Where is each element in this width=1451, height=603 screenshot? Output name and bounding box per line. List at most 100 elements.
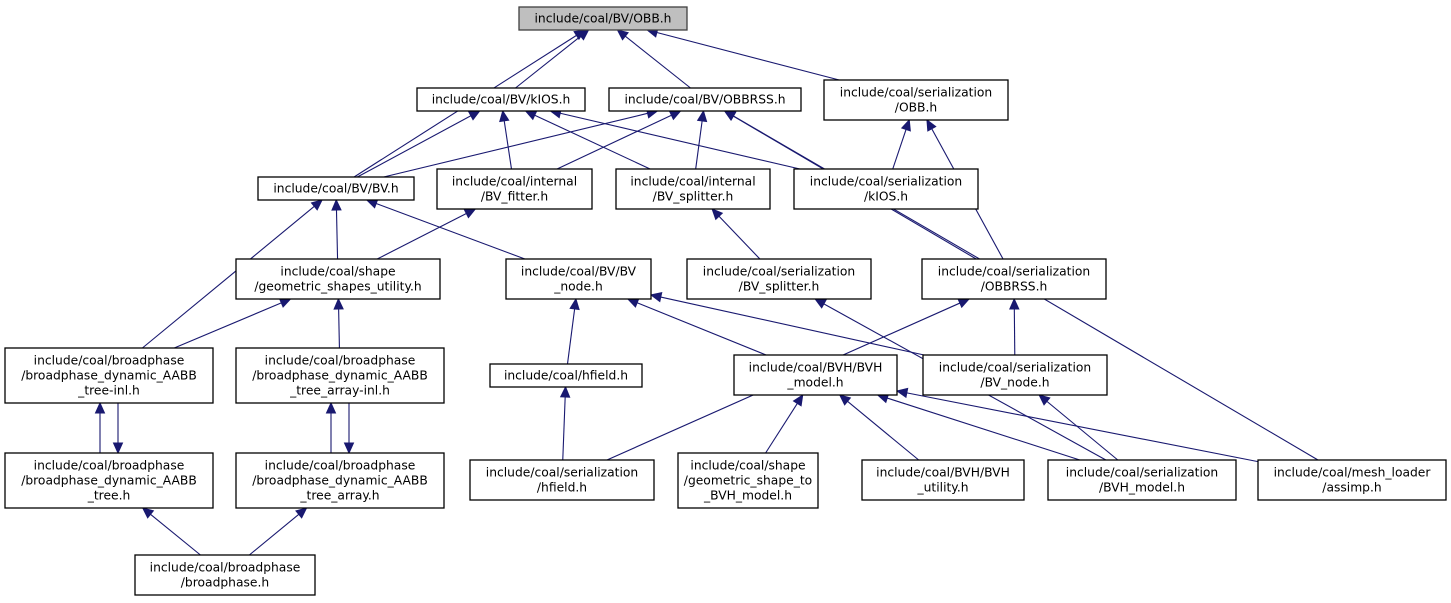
node-hfield[interactable]: include/coal/hfield.h: [489, 363, 643, 388]
node-label: _BVH_model.h: [703, 489, 792, 503]
arrowhead-icon: [463, 208, 477, 219]
node-tree_array[interactable]: include/coal/broadphase/broadphase_dynam…: [235, 452, 445, 509]
node-label: _tree_array-inl.h: [289, 384, 390, 398]
node-label: include/coal/BVH/BVH: [749, 361, 883, 375]
node-box: [518, 6, 688, 31]
edge-line: [376, 213, 467, 260]
node-ser_bv_splitter[interactable]: include/coal/serialization/BV_splitter.h: [686, 258, 872, 300]
edge-line: [695, 120, 703, 170]
node-box: [823, 79, 1009, 121]
edge-bvh_model-to-bv_node: [626, 298, 767, 356]
edge-broadphase-to-tree_array: [248, 507, 308, 556]
edge-hfield-to-bv_node: [566, 297, 580, 365]
arrowhead-icon: [957, 298, 971, 309]
edge-bv_fitter-to-kios: [499, 109, 513, 170]
edge-ser_bv_splitter-to-bv_splitter: [711, 208, 761, 260]
node-label: /OBB.h: [895, 101, 937, 115]
edge-line: [624, 35, 691, 89]
edge-line: [375, 202, 526, 260]
node-ser_kios[interactable]: include/coal/serialization/kIOS.h: [793, 168, 979, 210]
arrowhead-icon: [325, 401, 337, 414]
edge-tree_array_inl-to-tree_array: [343, 403, 355, 455]
node-ser_bv_node[interactable]: include/coal/serialization/BV_node.h: [922, 354, 1108, 396]
arrowhead-icon: [559, 385, 571, 398]
node-geom_to_bvh[interactable]: include/coal/shape/geometric_shape_to_BV…: [677, 452, 819, 509]
node-label: include/coal/shape: [280, 265, 395, 279]
node-label: include/coal/hfield.h: [504, 369, 628, 383]
edge-bv_splitter-to-obbrss: [695, 109, 708, 170]
node-tree[interactable]: include/coal/broadphase/broadphase_dynam…: [4, 452, 214, 509]
node-label: /broadphase.h: [181, 576, 269, 590]
edge-tree_inl-to-geom_util: [174, 298, 292, 349]
arrowhead-icon: [649, 292, 663, 303]
arrowhead-icon: [1009, 297, 1020, 310]
node-label: /geometric_shapes_utility.h: [254, 280, 421, 294]
node-geom_util[interactable]: include/coal/shape/geometric_shapes_util…: [235, 258, 441, 300]
node-label: include/coal/broadphase: [265, 459, 416, 473]
node-label: include/coal/BV/BV: [521, 265, 637, 279]
node-tree_array_inl[interactable]: include/coal/broadphase/broadphase_dynam…: [235, 347, 445, 404]
node-box: [257, 176, 415, 201]
node-ser_bvh_model[interactable]: include/coal/serialization/BVH_model.h: [1047, 459, 1237, 501]
node-bv[interactable]: include/coal/BV/BV.h: [257, 176, 415, 201]
node-label: include/coal/internal: [452, 175, 577, 189]
edge-ser_bvh_model-to-ser_bv_node: [1038, 394, 1119, 461]
node-assimp[interactable]: include/coal/mesh_loader/assimp.h: [1257, 459, 1447, 501]
node-box: [922, 354, 1108, 396]
arrowhead-icon: [723, 110, 737, 121]
edge-line: [562, 396, 566, 461]
node-label: /broadphase_dynamic_AABB: [252, 369, 428, 383]
node-bvh_model[interactable]: include/coal/BVH/BVH_model.h: [733, 354, 898, 396]
edge-line: [248, 513, 300, 556]
arrowhead-icon: [569, 297, 580, 311]
node-ser_obbrss[interactable]: include/coal/serialization/OBBRSS.h: [921, 258, 1107, 300]
edge-ser_hfield-to-hfield: [559, 385, 571, 461]
node-label: _model.h: [786, 376, 843, 390]
edge-ser_bv_node-to-bv_node: [649, 292, 925, 356]
node-bvh_utility[interactable]: include/coal/BVH/BVH_utility.h: [861, 459, 1025, 501]
node-label: /BV_splitter.h: [739, 280, 820, 294]
node-bv_splitter[interactable]: include/coal/internal/BV_splitter.h: [615, 168, 771, 210]
arrowhead-icon: [895, 387, 909, 399]
edge-line: [335, 209, 339, 260]
edge-line: [718, 215, 761, 260]
arrowhead-icon: [278, 298, 292, 308]
node-tree_inl[interactable]: include/coal/broadphase/broadphase_dynam…: [4, 347, 214, 404]
arrowhead-icon: [467, 110, 481, 121]
edge-line: [383, 112, 648, 178]
node-label: include/coal/internal: [630, 175, 755, 189]
node-label: include/coal/broadphase: [265, 354, 416, 368]
node-kios[interactable]: include/coal/BV/kIOS.h: [416, 87, 586, 112]
node-label: include/coal/serialization: [1066, 466, 1218, 480]
edge-line: [892, 129, 907, 170]
edge-assimp-to-bvh_model: [895, 387, 1259, 463]
node-label: /assimp.h: [1322, 481, 1381, 495]
node-label: /BV_node.h: [980, 376, 1049, 390]
edge-line: [174, 302, 282, 349]
node-obbrss[interactable]: include/coal/BV/OBBRSS.h: [608, 87, 802, 112]
edge-kios-to-obb: [515, 29, 590, 89]
node-label: _tree-inl.h: [77, 384, 140, 398]
node-label: /BV_splitter.h: [653, 190, 734, 204]
node-bv_node[interactable]: include/coal/BV/BV_node.h: [505, 258, 652, 300]
edge-bvh_utility-to-bvh_model: [838, 394, 920, 461]
node-label: _tree_array.h: [299, 489, 379, 503]
node-label: /broadphase_dynamic_AABB: [21, 369, 197, 383]
node-bv_fitter[interactable]: include/coal/internal/BV_fitter.h: [436, 168, 593, 210]
edge-bv-to-kios: [357, 110, 481, 178]
edge-line: [906, 392, 1259, 463]
edge-line: [1046, 400, 1119, 461]
node-ser_hfield[interactable]: include/coal/serialization/hfield.h: [469, 459, 655, 501]
node-ser_obb[interactable]: include/coal/serialization/OBB.h: [823, 79, 1009, 121]
node-label: /BV_fitter.h: [481, 190, 548, 204]
node-broadphase[interactable]: include/coal/broadphase/broadphase.h: [134, 554, 316, 596]
node-box: [469, 459, 655, 501]
node-box: [235, 452, 445, 509]
edge-geom_to_bvh-to-bvh_model: [765, 393, 804, 454]
node-box: [677, 452, 819, 509]
node-label: include/coal/BV/OBBRSS.h: [624, 93, 785, 107]
node-label: include/coal/BV/BV.h: [273, 182, 398, 196]
edge-ser_kios-to-ser_obb: [892, 118, 911, 170]
node-obb[interactable]: include/coal/BV/OBB.h: [518, 6, 688, 31]
edge-line: [150, 513, 201, 556]
